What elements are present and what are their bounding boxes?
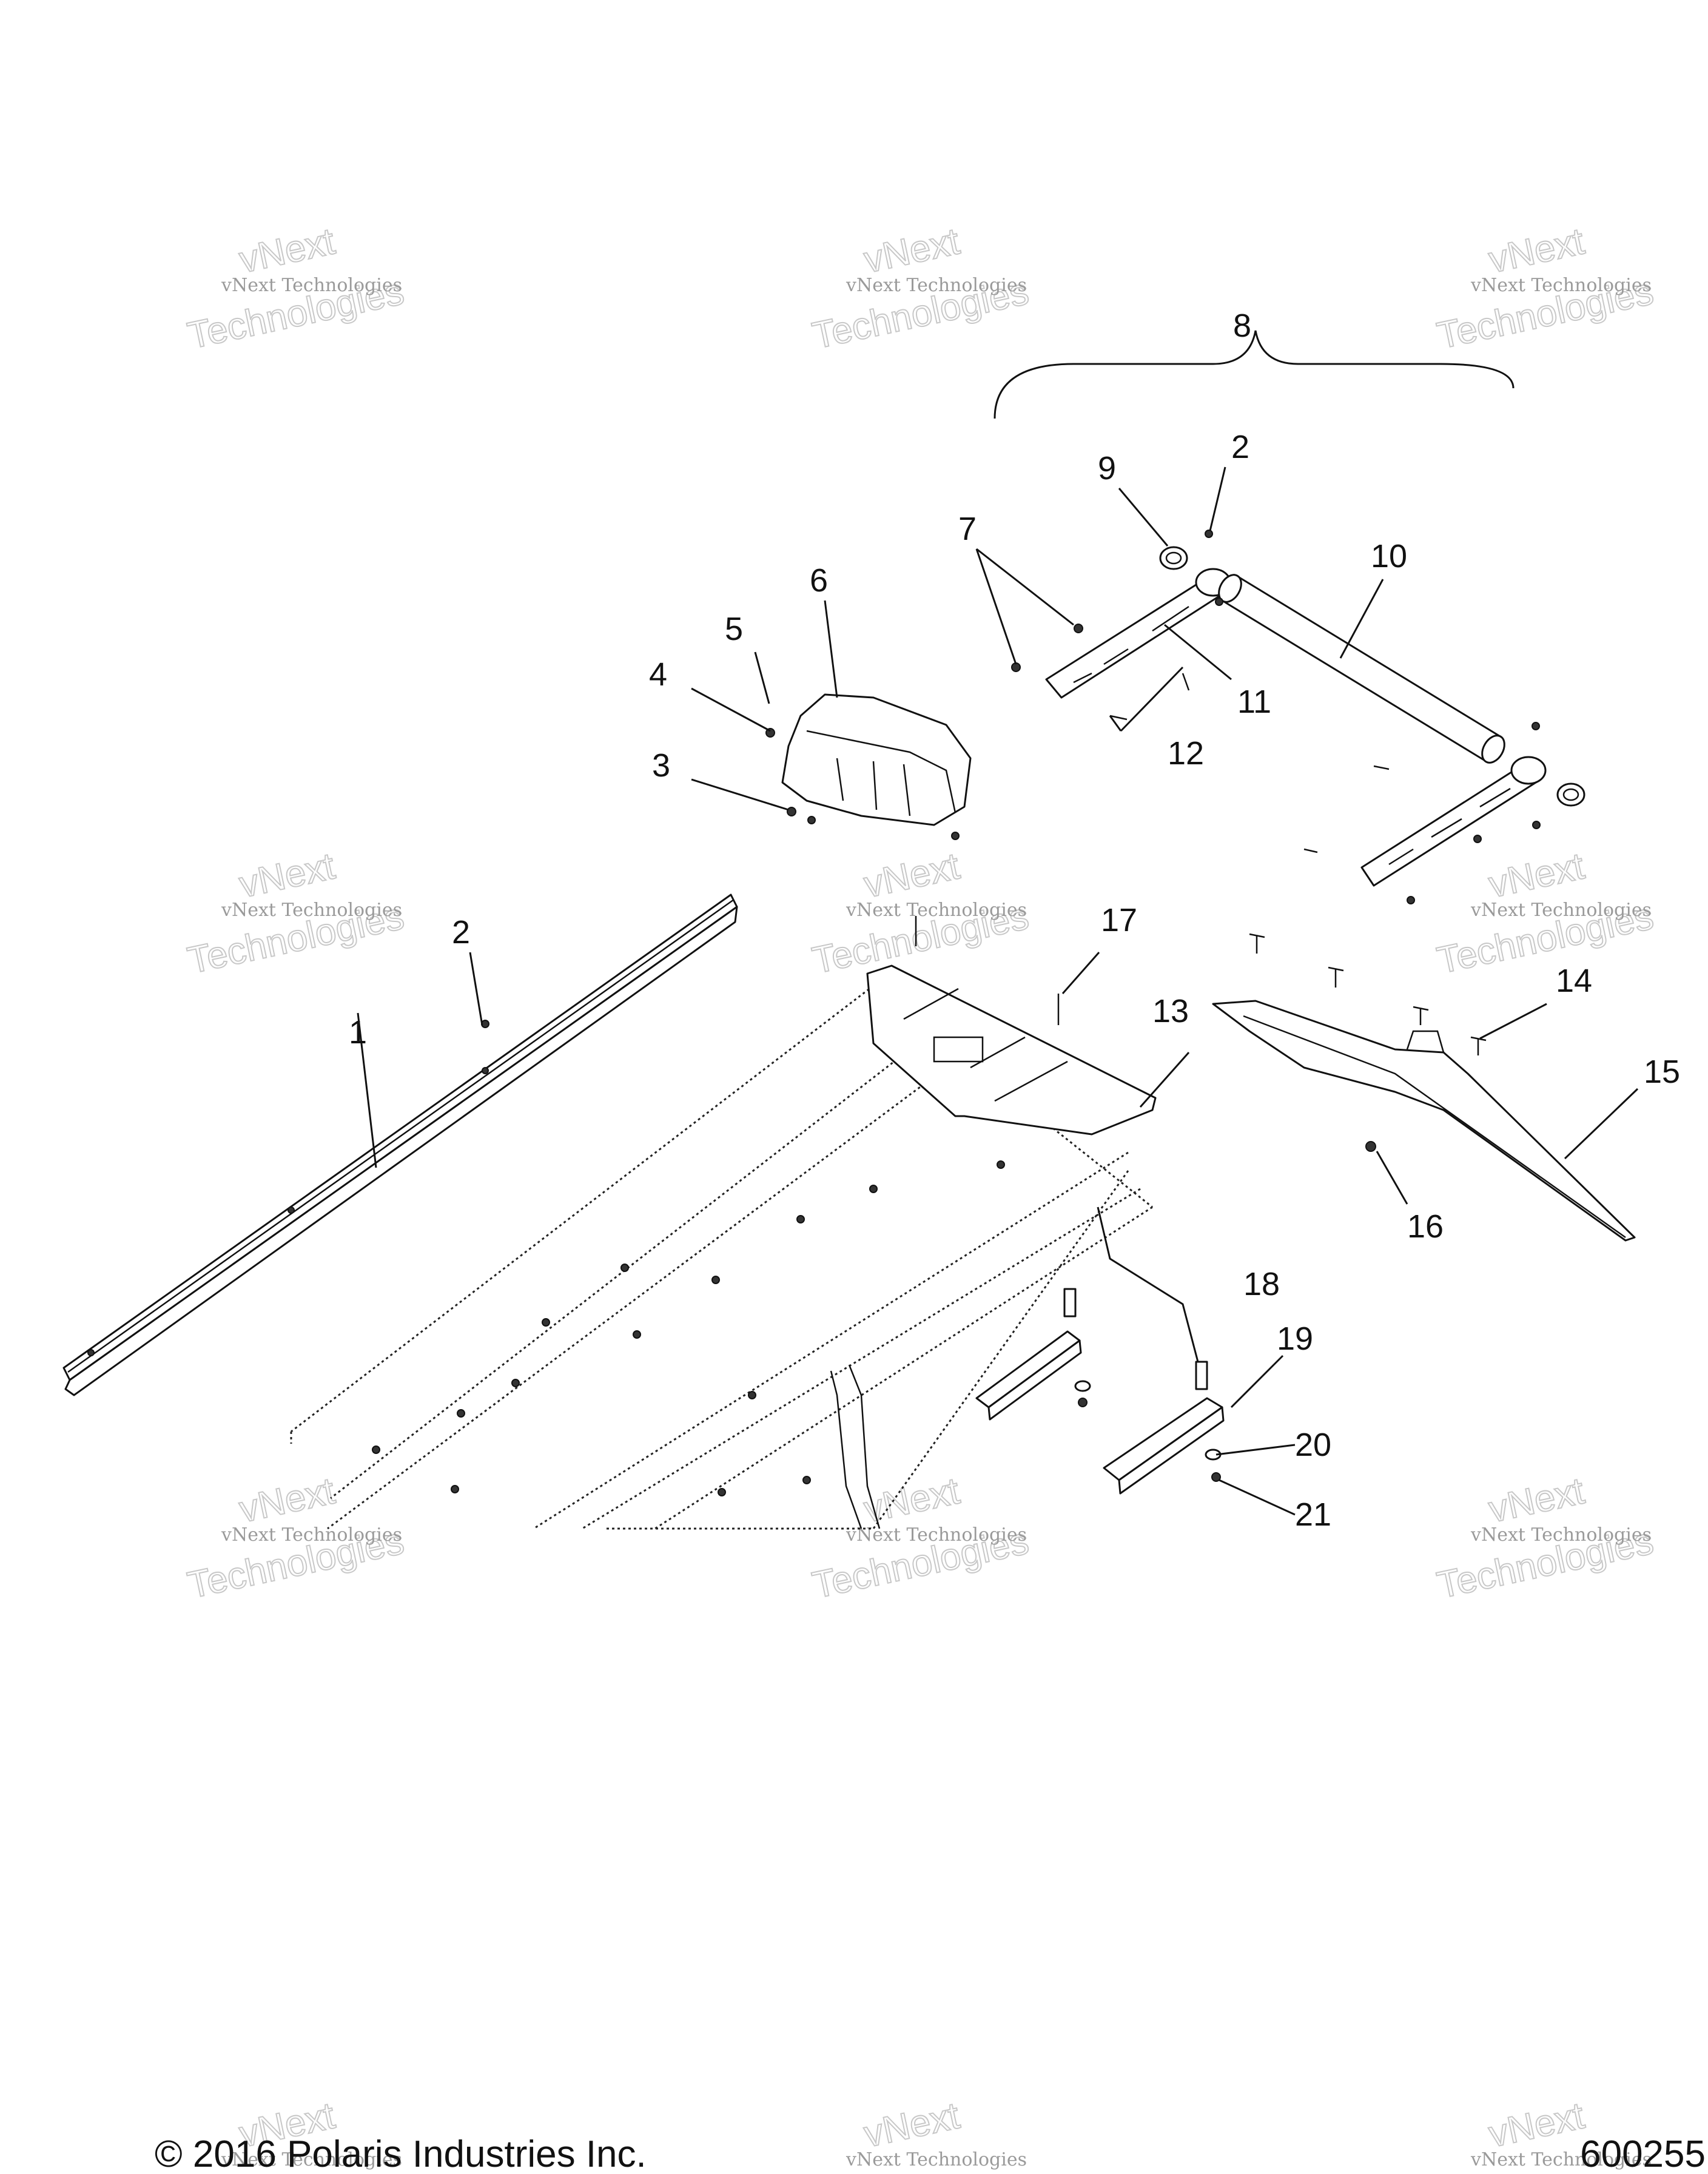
watermark-top-center: vNext Technologies vNext Technologies xyxy=(809,220,1033,357)
svg-text:vNext: vNext xyxy=(1485,220,1588,281)
svg-text:vNext: vNext xyxy=(236,220,338,281)
svg-text:vNext: vNext xyxy=(1485,845,1588,906)
svg-text:vNext Technologies: vNext Technologies xyxy=(1470,275,1652,296)
svg-text:vNext Technologies: vNext Technologies xyxy=(846,900,1027,921)
watermark-lower-left: vNext Technologies vNext Technologies xyxy=(184,1469,408,1607)
part-arm-lower xyxy=(1360,756,1547,887)
svg-text:vNext Technologies: vNext Technologies xyxy=(1470,1524,1652,1546)
part-mount-plate xyxy=(866,964,1157,1136)
callout-13: 13 xyxy=(1152,993,1189,1029)
part-slider-lower xyxy=(1103,1397,1225,1495)
part-bracket xyxy=(1212,1000,1636,1242)
watermark-mid-center: vNext Technologies vNext Technologies xyxy=(809,844,1033,982)
svg-text:vNext Technologies: vNext Technologies xyxy=(846,1524,1027,1546)
svg-text:vNext Technologies: vNext Technologies xyxy=(221,275,402,296)
callout-9: 9 xyxy=(1098,450,1116,486)
watermark-mid-right: vNext Technologies vNext Technologies xyxy=(1433,844,1658,982)
callout-11: 11 xyxy=(1237,684,1271,720)
callout-4: 4 xyxy=(649,656,667,693)
svg-text:vNext Technologies: vNext Technologies xyxy=(221,900,402,921)
svg-text:vNext Technologies: vNext Technologies xyxy=(221,2149,402,2170)
callout-5: 5 xyxy=(725,611,743,647)
part-spacers xyxy=(1063,1288,1222,1482)
callout-16: 16 xyxy=(1407,1208,1444,1245)
svg-text:vNext: vNext xyxy=(1485,2095,1588,2155)
part-pins xyxy=(1249,933,1487,1152)
watermark-mid-left: vNext Technologies vNext Technologies xyxy=(184,844,408,982)
svg-text:vNext: vNext xyxy=(236,845,338,906)
leader-lines xyxy=(357,330,1639,1516)
svg-text:vNext Technologies: vNext Technologies xyxy=(221,1524,402,1546)
callout-12: 12 xyxy=(1168,735,1204,772)
svg-text:vNext Technologies: vNext Technologies xyxy=(1470,900,1652,921)
callout-8: 8 xyxy=(1233,308,1251,344)
watermark-lower-center: vNext Technologies vNext Technologies xyxy=(809,1469,1033,1607)
svg-text:vNext Technologies: vNext Technologies xyxy=(846,2149,1027,2170)
part-cover-box xyxy=(765,693,972,840)
callout-14: 14 xyxy=(1556,963,1592,999)
fasteners xyxy=(481,530,1541,1028)
svg-text:vNext Technologies: vNext Technologies xyxy=(846,275,1027,296)
tunnel-body-outline xyxy=(290,984,1153,1530)
part-bearing xyxy=(1159,546,1585,807)
watermark-top-left: vNext Technologies vNext Technologies xyxy=(184,220,408,357)
svg-text:vNext: vNext xyxy=(861,2095,963,2155)
callout-6: 6 xyxy=(810,562,828,599)
callout-3: 3 xyxy=(652,747,670,784)
svg-text:vNext: vNext xyxy=(1485,1470,1588,1530)
callout-19: 19 xyxy=(1277,1321,1313,1357)
callout-15: 15 xyxy=(1644,1054,1680,1090)
copyright-notice: © 2016 Polaris Industries Inc. xyxy=(155,2133,647,2174)
callout-20: 20 xyxy=(1295,1427,1331,1463)
part-rail xyxy=(62,893,738,1396)
callout-1: 1 xyxy=(349,1014,367,1051)
callout-7: 7 xyxy=(958,511,977,547)
svg-text:vNext Technologies: vNext Technologies xyxy=(1470,2149,1652,2170)
callout-18: 18 xyxy=(1243,1266,1280,1302)
part-tube xyxy=(1218,574,1505,764)
callout-labels: 1 2 2 3 4 5 6 7 8 9 10 11 12 13 14 15 16… xyxy=(349,308,1680,1533)
callout-17: 17 xyxy=(1101,902,1137,938)
callout-10: 10 xyxy=(1371,538,1407,574)
callout-2a: 2 xyxy=(452,914,470,951)
svg-text:vNext: vNext xyxy=(236,1470,338,1530)
figure-number: 600255 xyxy=(1580,2133,1706,2174)
part-arm-upper xyxy=(1045,568,1232,699)
callout-2b: 2 xyxy=(1231,429,1249,465)
callout-21: 21 xyxy=(1295,1496,1331,1533)
svg-text:vNext: vNext xyxy=(861,220,963,281)
part-slider-upper xyxy=(975,1330,1082,1421)
watermark-lower-right: vNext Technologies vNext Technologies xyxy=(1433,1469,1658,1607)
svg-text:vNext: vNext xyxy=(861,1470,963,1530)
watermark-top-right: vNext Technologies vNext Technologies xyxy=(1433,220,1658,357)
svg-text:vNext: vNext xyxy=(861,845,963,906)
watermark-bottom-center: vNext vNext Technologies xyxy=(846,2094,1027,2170)
